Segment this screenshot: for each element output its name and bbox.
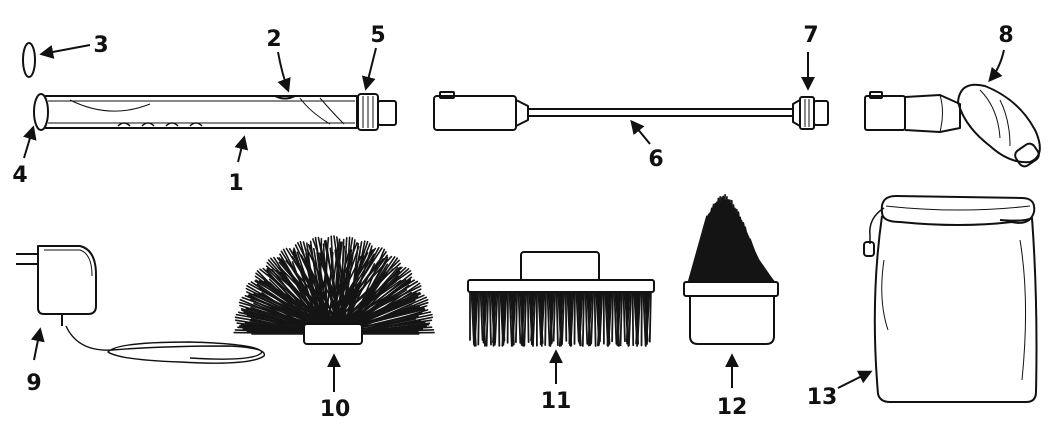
pointed-brush-bristles — [688, 195, 776, 284]
end-cap-disc — [23, 43, 35, 77]
label-12: 12 — [717, 395, 748, 420]
arrow-8 — [990, 50, 1004, 80]
rod-socket — [434, 96, 516, 130]
adapter-head — [958, 85, 1040, 162]
charger — [16, 246, 264, 363]
pointed-brush-collar — [684, 282, 778, 296]
label-6: 6 — [648, 147, 663, 172]
label-11: 11 — [541, 389, 572, 414]
bag-body — [875, 216, 1037, 402]
callout-labels: 1 2 3 4 5 6 7 8 9 10 11 12 13 — [12, 23, 1013, 422]
label-4: 4 — [12, 163, 27, 188]
flat-brush-block — [468, 280, 654, 292]
extension-pole — [23, 43, 396, 130]
label-10: 10 — [320, 397, 351, 422]
dome-brush — [234, 236, 434, 344]
arrow-4 — [24, 128, 33, 158]
label-9: 9 — [26, 371, 41, 396]
arrow-2 — [278, 52, 288, 90]
label-13: 13 — [807, 385, 838, 410]
storage-bag — [864, 196, 1037, 402]
arrow-6 — [632, 122, 650, 144]
label-7: 7 — [803, 23, 818, 48]
arrow-9 — [34, 330, 40, 360]
arrow-13 — [838, 372, 870, 388]
label-5: 5 — [370, 23, 385, 48]
label-8: 8 — [998, 23, 1013, 48]
label-1: 1 — [228, 171, 243, 196]
arrow-5 — [366, 48, 376, 88]
flat-brush-bristles — [470, 292, 651, 346]
label-2: 2 — [266, 27, 281, 52]
flat-brush — [468, 252, 654, 346]
pointed-brush — [684, 195, 778, 344]
dome-brush-bristles — [234, 236, 434, 334]
label-3: 3 — [93, 33, 108, 58]
arrow-3 — [42, 45, 90, 54]
angle-adapter — [865, 85, 1041, 169]
arrow-1 — [238, 138, 244, 162]
rod-locking-collar — [800, 97, 814, 129]
charger-cable — [66, 326, 264, 363]
dome-brush-base — [304, 324, 362, 344]
pointed-brush-base — [690, 296, 774, 344]
extension-rod — [434, 92, 828, 130]
end-cap — [34, 94, 48, 130]
